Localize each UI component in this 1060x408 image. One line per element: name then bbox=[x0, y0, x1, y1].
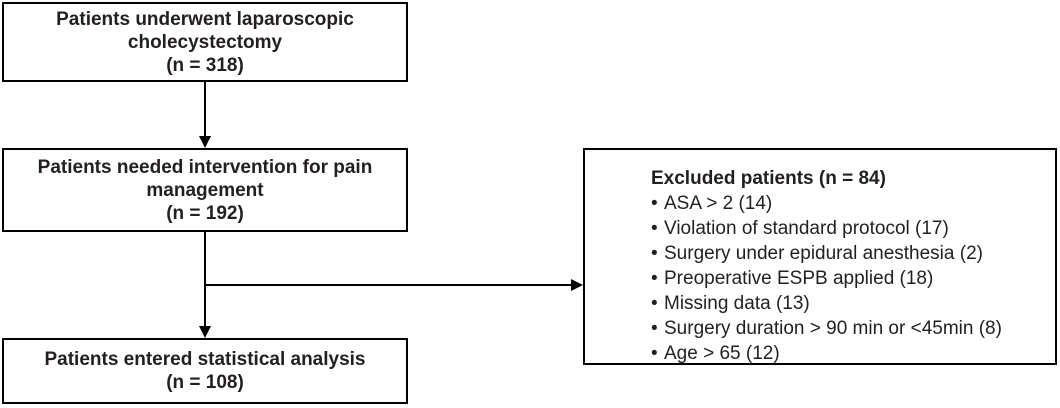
flow-box-underwent-cholecystectomy: Patients underwent laparoscopic cholecys… bbox=[2, 2, 408, 82]
arrow-down-icon bbox=[199, 326, 211, 338]
excluded-item-text: Preoperative ESPB applied (18) bbox=[664, 268, 934, 289]
excluded-item: • Surgery duration > 90 min or <45min (8… bbox=[651, 316, 1045, 341]
excluded-item: • Missing data (13) bbox=[651, 291, 1045, 316]
excluded-item-text: Surgery duration > 90 min or <45min (8) bbox=[664, 318, 1002, 339]
box-count-line: (n = 192) bbox=[166, 202, 244, 224]
bullet-icon: • bbox=[651, 243, 658, 264]
excluded-item-text: ASA > 2 (14) bbox=[664, 193, 773, 214]
flow-box-excluded-patients: Excluded patients (n = 84) • ASA > 2 (14… bbox=[583, 148, 1057, 365]
box-text-line: cholecystectomy bbox=[127, 31, 283, 53]
excluded-item: • Surgery under epidural anesthesia (2) bbox=[651, 241, 1045, 266]
bullet-icon: • bbox=[651, 268, 658, 289]
box-count-line: (n = 318) bbox=[166, 54, 244, 76]
excluded-item-text: Violation of standard protocol (17) bbox=[664, 218, 949, 239]
box-text-line: management bbox=[146, 179, 264, 201]
arrow-right-icon bbox=[571, 279, 583, 291]
bullet-icon: • bbox=[651, 193, 658, 214]
arrow-down-icon bbox=[199, 136, 211, 148]
bullet-icon: • bbox=[651, 343, 658, 364]
connector-line-top-to-middle bbox=[204, 82, 206, 137]
box-text-line: Patients underwent laparoscopic bbox=[56, 8, 354, 30]
excluded-item: • ASA > 2 (14) bbox=[651, 191, 1045, 216]
bullet-icon: • bbox=[651, 218, 658, 239]
excluded-item-text: Surgery under epidural anesthesia (2) bbox=[664, 243, 983, 264]
box-count-line: (n = 108) bbox=[166, 372, 244, 393]
excluded-title: Excluded patients (n = 84) bbox=[651, 168, 886, 189]
box-text-line: Patients entered statistical analysis bbox=[44, 349, 366, 370]
box-text-line: Patients needed intervention for pain bbox=[37, 156, 373, 178]
excluded-item: • Violation of standard protocol (17) bbox=[651, 216, 1045, 241]
flow-box-statistical-analysis: Patients entered statistical analysis (n… bbox=[2, 338, 408, 404]
bullet-icon: • bbox=[651, 293, 658, 314]
flow-box-pain-intervention: Patients needed intervention for pain ma… bbox=[2, 148, 408, 232]
excluded-item-text: Age > 65 (12) bbox=[664, 343, 780, 364]
connector-line-middle-to-bottom bbox=[204, 232, 206, 327]
bullet-icon: • bbox=[651, 318, 658, 339]
excluded-item-text: Missing data (13) bbox=[664, 293, 810, 314]
excluded-item: • Preoperative ESPB applied (18) bbox=[651, 266, 1045, 291]
excluded-item: • Age > 65 (12) bbox=[651, 341, 1045, 366]
connector-line-branch-to-excluded bbox=[204, 284, 572, 286]
